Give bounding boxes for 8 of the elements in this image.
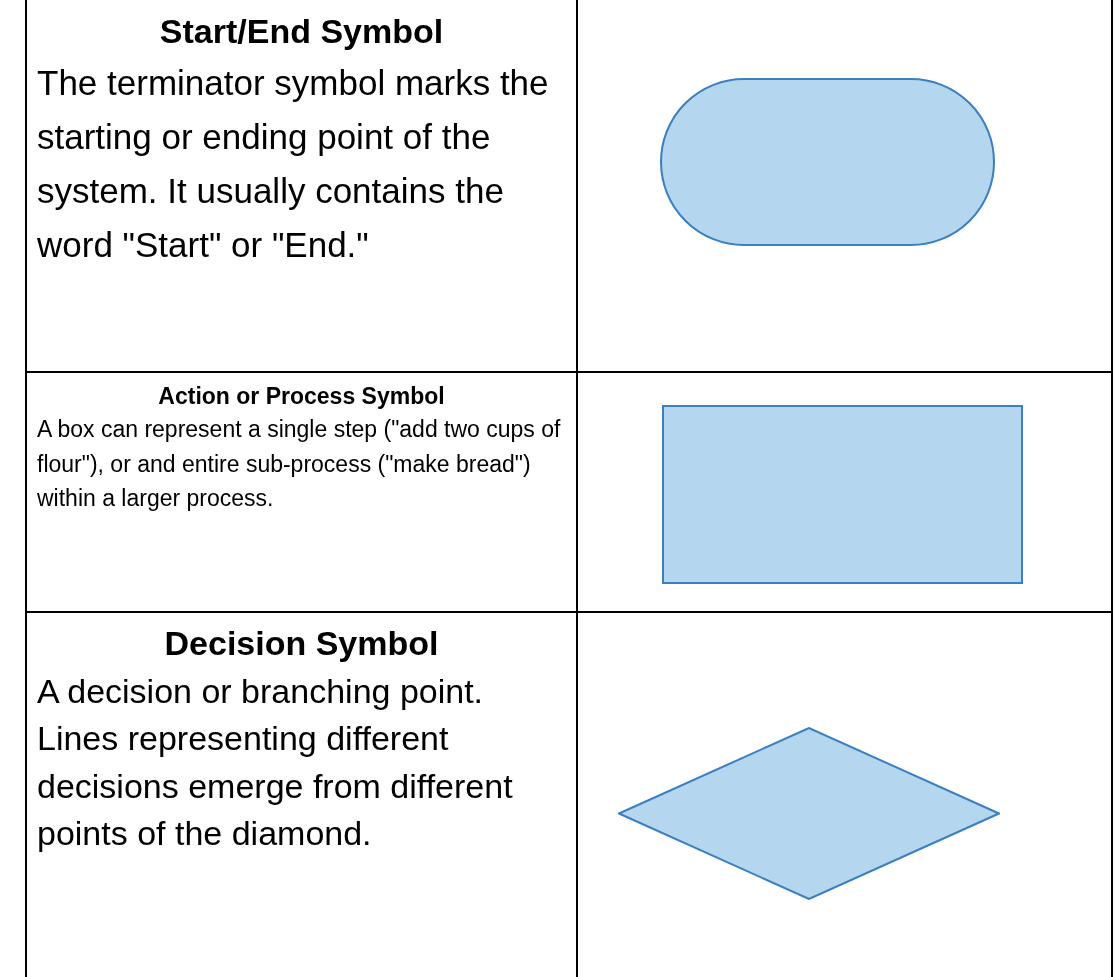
symbol-heading: Decision Symbol (163, 623, 440, 664)
decision-diamond (618, 727, 1000, 900)
symbol-heading: Start/End Symbol (158, 11, 445, 52)
symbol-description: The terminator symbol marks the starting or ending point of the system. It usually contains the word "Start" or "End." (37, 61, 550, 267)
symbol-description: A box can represent a single step ("add two cups of flour"), or and entire sub-process ("make bread") within a larger process. (37, 415, 562, 514)
symbol-description: A decision or branching point. Lines representing different decisions emerge from different points of the diamond. (37, 670, 514, 855)
process-rectangle (662, 405, 1023, 584)
symbol-heading: Action or Process Symbol (157, 382, 446, 411)
